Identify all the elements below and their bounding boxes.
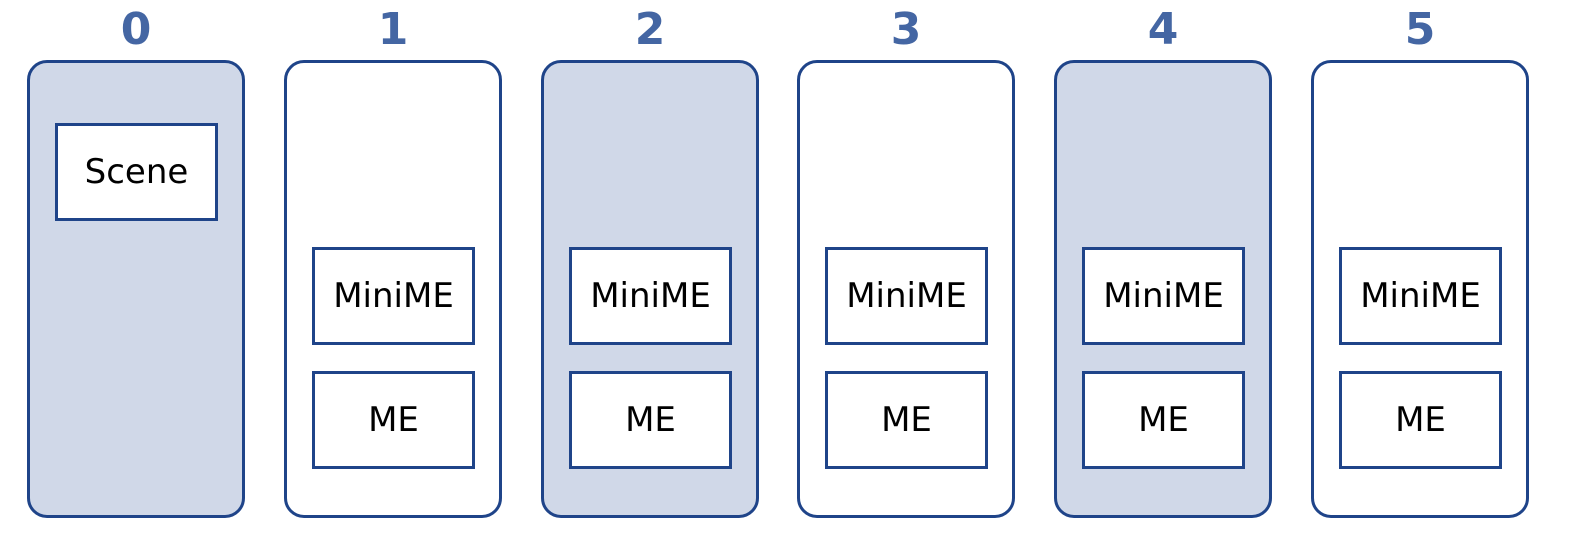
column-card: MiniME ME — [541, 60, 759, 518]
column-card: MiniME ME — [1054, 60, 1272, 518]
column-index-label: 2 — [634, 4, 666, 55]
me-box-label: ME — [1138, 400, 1189, 440]
me-box-label: ME — [881, 400, 932, 440]
column-card: MiniME ME — [1311, 60, 1529, 518]
me-box-label: ME — [368, 400, 419, 440]
me-box-label: ME — [625, 400, 676, 440]
column-card: MiniME ME — [797, 60, 1015, 518]
minime-box: MiniME — [825, 247, 988, 345]
me-box-label: ME — [1395, 400, 1446, 440]
minime-box: MiniME — [312, 247, 475, 345]
column-index-label: 3 — [890, 4, 922, 55]
me-box: ME — [312, 371, 475, 469]
minime-box-label: MiniME — [1103, 276, 1224, 316]
minime-box: MiniME — [569, 247, 732, 345]
scene-box: Scene — [55, 123, 218, 221]
minime-box-label: MiniME — [846, 276, 967, 316]
column-card: MiniME ME — [284, 60, 502, 518]
me-box: ME — [1082, 371, 1245, 469]
minime-box-label: MiniME — [590, 276, 711, 316]
scene-box-label: Scene — [84, 152, 189, 192]
me-box: ME — [825, 371, 988, 469]
minime-box: MiniME — [1082, 247, 1245, 345]
me-box: ME — [569, 371, 732, 469]
column-index-label: 4 — [1147, 4, 1179, 55]
minime-box: MiniME — [1339, 247, 1502, 345]
minime-box-label: MiniME — [333, 276, 454, 316]
me-box: ME — [1339, 371, 1502, 469]
column-index-label: 0 — [120, 4, 152, 55]
column-index-label: 1 — [377, 4, 409, 55]
column-card: Scene — [27, 60, 245, 518]
minime-box-label: MiniME — [1360, 276, 1481, 316]
column-index-label: 5 — [1404, 4, 1436, 55]
